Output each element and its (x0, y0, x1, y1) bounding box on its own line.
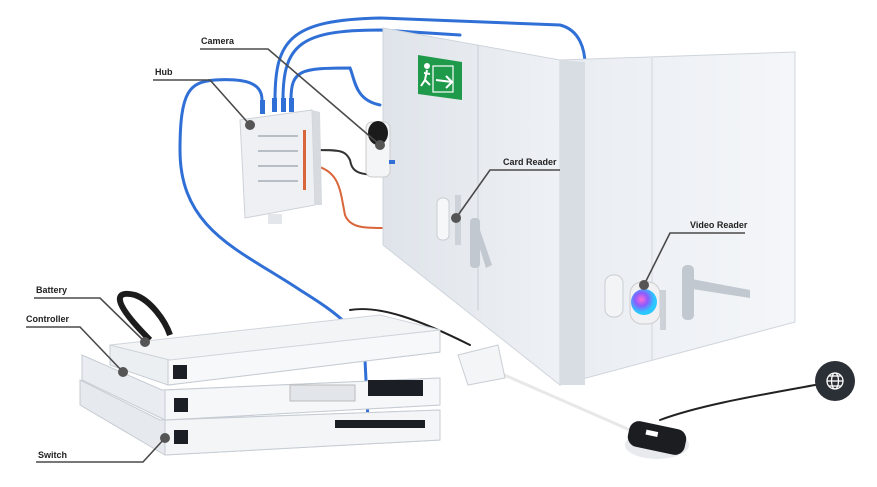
callout-hub: Hub (153, 67, 255, 130)
controller-device (81, 354, 441, 421)
door-handle-left (470, 218, 492, 268)
callout-camera: Camera (200, 36, 385, 150)
poe-injector (457, 344, 506, 386)
label-switch: Switch (38, 450, 67, 460)
battery-device (109, 314, 441, 386)
label-controller: Controller (26, 314, 69, 324)
door-handle-right (682, 265, 750, 320)
callout-card-reader: Card Reader (451, 157, 560, 223)
internet-globe-button[interactable] (815, 361, 855, 401)
battery-cable (117, 290, 173, 343)
exit-running-man-icon (420, 63, 454, 93)
label-video-reader: Video Reader (690, 220, 748, 230)
exit-sign (418, 55, 462, 100)
label-camera: Camera (201, 36, 235, 46)
door-right (559, 51, 796, 386)
globe-icon (826, 372, 844, 390)
callout-video-reader: Video Reader (639, 220, 748, 290)
reader-puck (625, 421, 689, 459)
label-battery: Battery (36, 285, 67, 295)
hub-device (239, 98, 322, 224)
label-card-reader: Card Reader (503, 157, 557, 167)
label-hub: Hub (155, 67, 173, 77)
callout-battery: Battery (34, 285, 150, 347)
callout-controller: Controller (26, 314, 128, 377)
callout-switch: Switch (36, 433, 170, 463)
rack-stack (79, 314, 441, 456)
switch-device (79, 379, 441, 456)
